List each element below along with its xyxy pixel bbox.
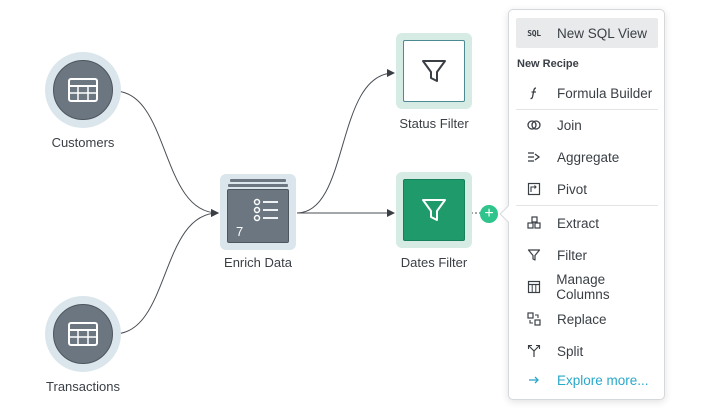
- menu-item-extract[interactable]: Extract: [516, 208, 658, 238]
- recipe-stack-layer: [230, 179, 286, 182]
- pivot-icon: [525, 180, 543, 198]
- customers-node-body: [53, 60, 113, 120]
- add-step-button[interactable]: +: [480, 205, 498, 223]
- sql-icon: SQL: [527, 28, 541, 38]
- enrich-data-label: Enrich Data: [224, 255, 292, 270]
- menu-item-explore-more[interactable]: Explore more...: [516, 365, 658, 395]
- table-icon: [68, 322, 98, 346]
- menu-item-label: Manage Columns: [556, 272, 610, 302]
- recipe-step-count: 7: [236, 224, 244, 239]
- menu-item-pivot[interactable]: Pivot: [516, 174, 658, 204]
- menu-item-replace[interactable]: Replace: [516, 304, 658, 334]
- customers-node[interactable]: [45, 52, 121, 128]
- recipe-body: 7: [227, 189, 289, 243]
- menu-item-split[interactable]: Split: [516, 336, 658, 366]
- menu-item-label: Filter: [557, 247, 587, 263]
- menu-item-formula-builder[interactable]: Formula Builder: [516, 78, 658, 108]
- menu-divider: [516, 205, 658, 206]
- customers-label: Customers: [51, 135, 115, 150]
- transactions-node-body: [53, 304, 113, 364]
- status-filter-label: Status Filter: [399, 116, 469, 131]
- menu-item-label: Split: [557, 343, 584, 359]
- columns-icon: [525, 278, 542, 296]
- function-icon: [525, 84, 543, 102]
- menu-item-filter[interactable]: Filter: [516, 240, 658, 270]
- table-icon: [68, 78, 98, 102]
- menu-divider: [516, 109, 658, 110]
- dates-filter-label: Dates Filter: [400, 255, 468, 270]
- dates-filter-node[interactable]: [396, 172, 472, 248]
- status-filter-node[interactable]: [396, 33, 472, 109]
- menu-section-new-recipe: New Recipe: [517, 58, 579, 70]
- menu-item-label: Extract: [557, 215, 600, 231]
- edge-transactions-enrich: [113, 209, 219, 335]
- filter-icon: [525, 246, 543, 264]
- join-icon: [525, 116, 543, 134]
- menu-item-label: Formula Builder: [557, 85, 653, 101]
- menu-item-label: Explore more...: [557, 372, 649, 388]
- enrich-data-node[interactable]: 7: [220, 174, 296, 250]
- edge-enrich-status: [296, 69, 395, 214]
- menu-item-label: Pivot: [557, 181, 588, 197]
- menu-item-label: New SQL View: [557, 25, 648, 41]
- arrow-right-icon: [525, 371, 543, 389]
- menu-item-aggregate[interactable]: Aggregate: [516, 142, 658, 172]
- menu-item-label: Aggregate: [557, 149, 620, 165]
- recipe-stack-layer: [228, 184, 288, 187]
- menu-item-manage-columns[interactable]: Manage Columns: [516, 272, 658, 302]
- replace-icon: [525, 310, 543, 328]
- filter-icon: [422, 60, 446, 82]
- status-filter-body: [403, 40, 465, 102]
- transactions-label: Transactions: [46, 379, 120, 394]
- split-icon: [525, 342, 543, 360]
- filter-icon: [422, 199, 446, 221]
- menu-item-label: Join: [557, 117, 582, 133]
- menu-item-new-sql-view[interactable]: SQL New SQL View: [516, 18, 658, 48]
- dates-filter-body: [403, 179, 465, 241]
- transactions-node[interactable]: [45, 296, 121, 372]
- menu-item-join[interactable]: Join: [516, 110, 658, 140]
- add-step-menu: SQL New SQL View New Recipe Formula Buil…: [499, 9, 665, 400]
- aggregate-icon: [525, 148, 543, 166]
- extract-icon: [525, 214, 543, 232]
- menu-item-label: Replace: [557, 311, 607, 327]
- edge-customers-enrich: [113, 90, 219, 217]
- recipe-list-icon: [253, 198, 278, 222]
